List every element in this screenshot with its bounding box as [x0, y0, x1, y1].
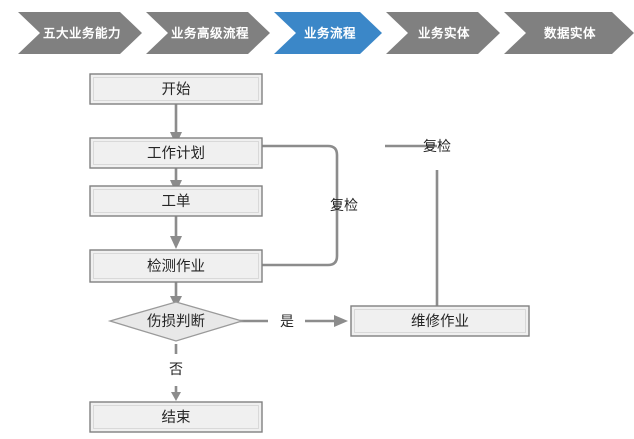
- node-label: 维修作业: [411, 313, 469, 330]
- node-label: 工单: [162, 193, 191, 210]
- node-start[interactable]: 开始: [89, 73, 263, 105]
- node-damage-decision[interactable]: 伤损判断: [107, 301, 245, 342]
- node-inspection-task[interactable]: 检测作业: [89, 249, 263, 283]
- node-label: 结束: [162, 409, 191, 426]
- breadcrumb-item-4[interactable]: 数据实体: [504, 12, 634, 54]
- edge-label-no: 否: [169, 362, 183, 378]
- breadcrumb-item-label: 数据实体: [543, 26, 596, 41]
- breadcrumb-item-label: 业务高级流程: [171, 26, 249, 41]
- breadcrumb-item-1[interactable]: 业务高级流程: [146, 12, 270, 54]
- breadcrumb-item-0[interactable]: 五大业务能力: [18, 12, 142, 54]
- node-work-plan[interactable]: 工作计划: [89, 137, 263, 169]
- edge-label-yes: 是: [280, 314, 294, 330]
- edge-recheck-outer: [385, 144, 439, 313]
- breadcrumb-item-3[interactable]: 业务实体: [386, 12, 500, 54]
- chevron-shape: [146, 12, 270, 54]
- chevron-shape: [386, 12, 500, 54]
- edge-decision-to-end: [171, 344, 181, 401]
- node-label: 检测作业: [147, 258, 205, 275]
- edge-workorder-to-inspect: [170, 216, 182, 249]
- edge-label-recheck-outer: 复检: [423, 138, 451, 155]
- edge-label-recheck-inner: 复检: [330, 197, 358, 214]
- node-work-order[interactable]: 工单: [89, 185, 263, 217]
- breadcrumb-item-label: 业务实体: [418, 26, 470, 41]
- chevron-shape: [504, 12, 634, 54]
- breadcrumb-item-label: 业务流程: [304, 26, 356, 41]
- chevron-shape: [18, 12, 142, 54]
- node-end[interactable]: 结束: [89, 401, 263, 433]
- chevron-shape-active: [274, 12, 382, 54]
- flowchart: 开始 工作计划 工单 检测作业 伤损判断 维修作业: [0, 56, 634, 439]
- node-label: 开始: [162, 81, 191, 98]
- breadcrumb-item-label: 五大业务能力: [43, 26, 121, 41]
- node-label: 工作计划: [147, 145, 205, 162]
- breadcrumb-item-2[interactable]: 业务流程: [274, 12, 382, 54]
- edge-decision-to-repair: [240, 315, 348, 327]
- node-repair-task[interactable]: 维修作业: [350, 305, 530, 337]
- node-label: 伤损判断: [147, 313, 205, 330]
- breadcrumb: 五大业务能力 业务高级流程 业务流程 业务实体 数据实体: [0, 12, 634, 54]
